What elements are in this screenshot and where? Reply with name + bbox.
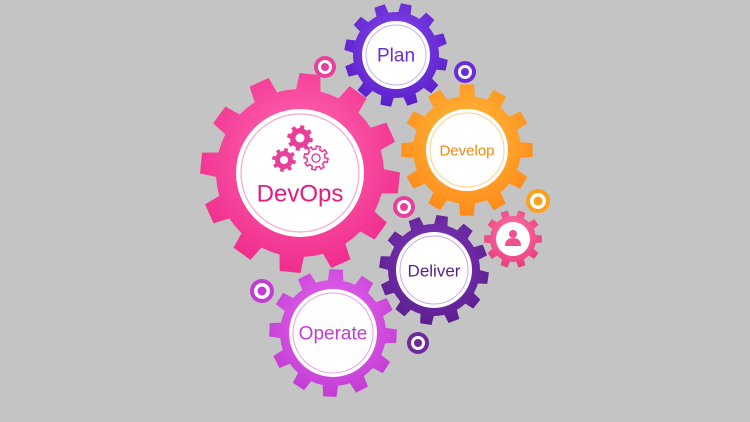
plan-gear-inner-ring (365, 24, 427, 86)
plan-gear-face (362, 21, 430, 89)
user-gear (484, 210, 542, 268)
operate-label: Operate (299, 324, 368, 345)
user-icon (505, 230, 521, 246)
deliver-gear-face (396, 232, 472, 308)
ring-dot-icon (454, 61, 476, 83)
develop-gear-inner-ring (429, 112, 505, 188)
devops-gear: DevOps (200, 73, 400, 273)
deliver-gear-inner-ring (399, 235, 469, 305)
ring-dot-icon (250, 279, 274, 303)
operate-gear-inner-ring (292, 292, 374, 374)
cogs-icon (272, 125, 329, 172)
develop-gear: Develop (401, 84, 533, 216)
devops-label: DevOps (257, 181, 344, 208)
plan-label: Plan (377, 46, 415, 67)
devops-gear-inner-ring (240, 113, 360, 233)
deliver-label: Deliver (408, 262, 461, 281)
operate-gear-face (289, 289, 377, 377)
ring-dot-icon (526, 189, 550, 213)
operate-gear: Operate (269, 269, 397, 397)
ring-dot-icon (407, 332, 429, 354)
ring-dot-icon (314, 56, 336, 78)
ring-dot-icon (393, 196, 415, 218)
develop-gear-face (426, 109, 508, 191)
develop-label: Develop (439, 143, 494, 160)
plan-gear: Plan (344, 3, 448, 107)
deliver-gear: Deliver (379, 215, 489, 325)
devops-gear-face (236, 109, 364, 237)
